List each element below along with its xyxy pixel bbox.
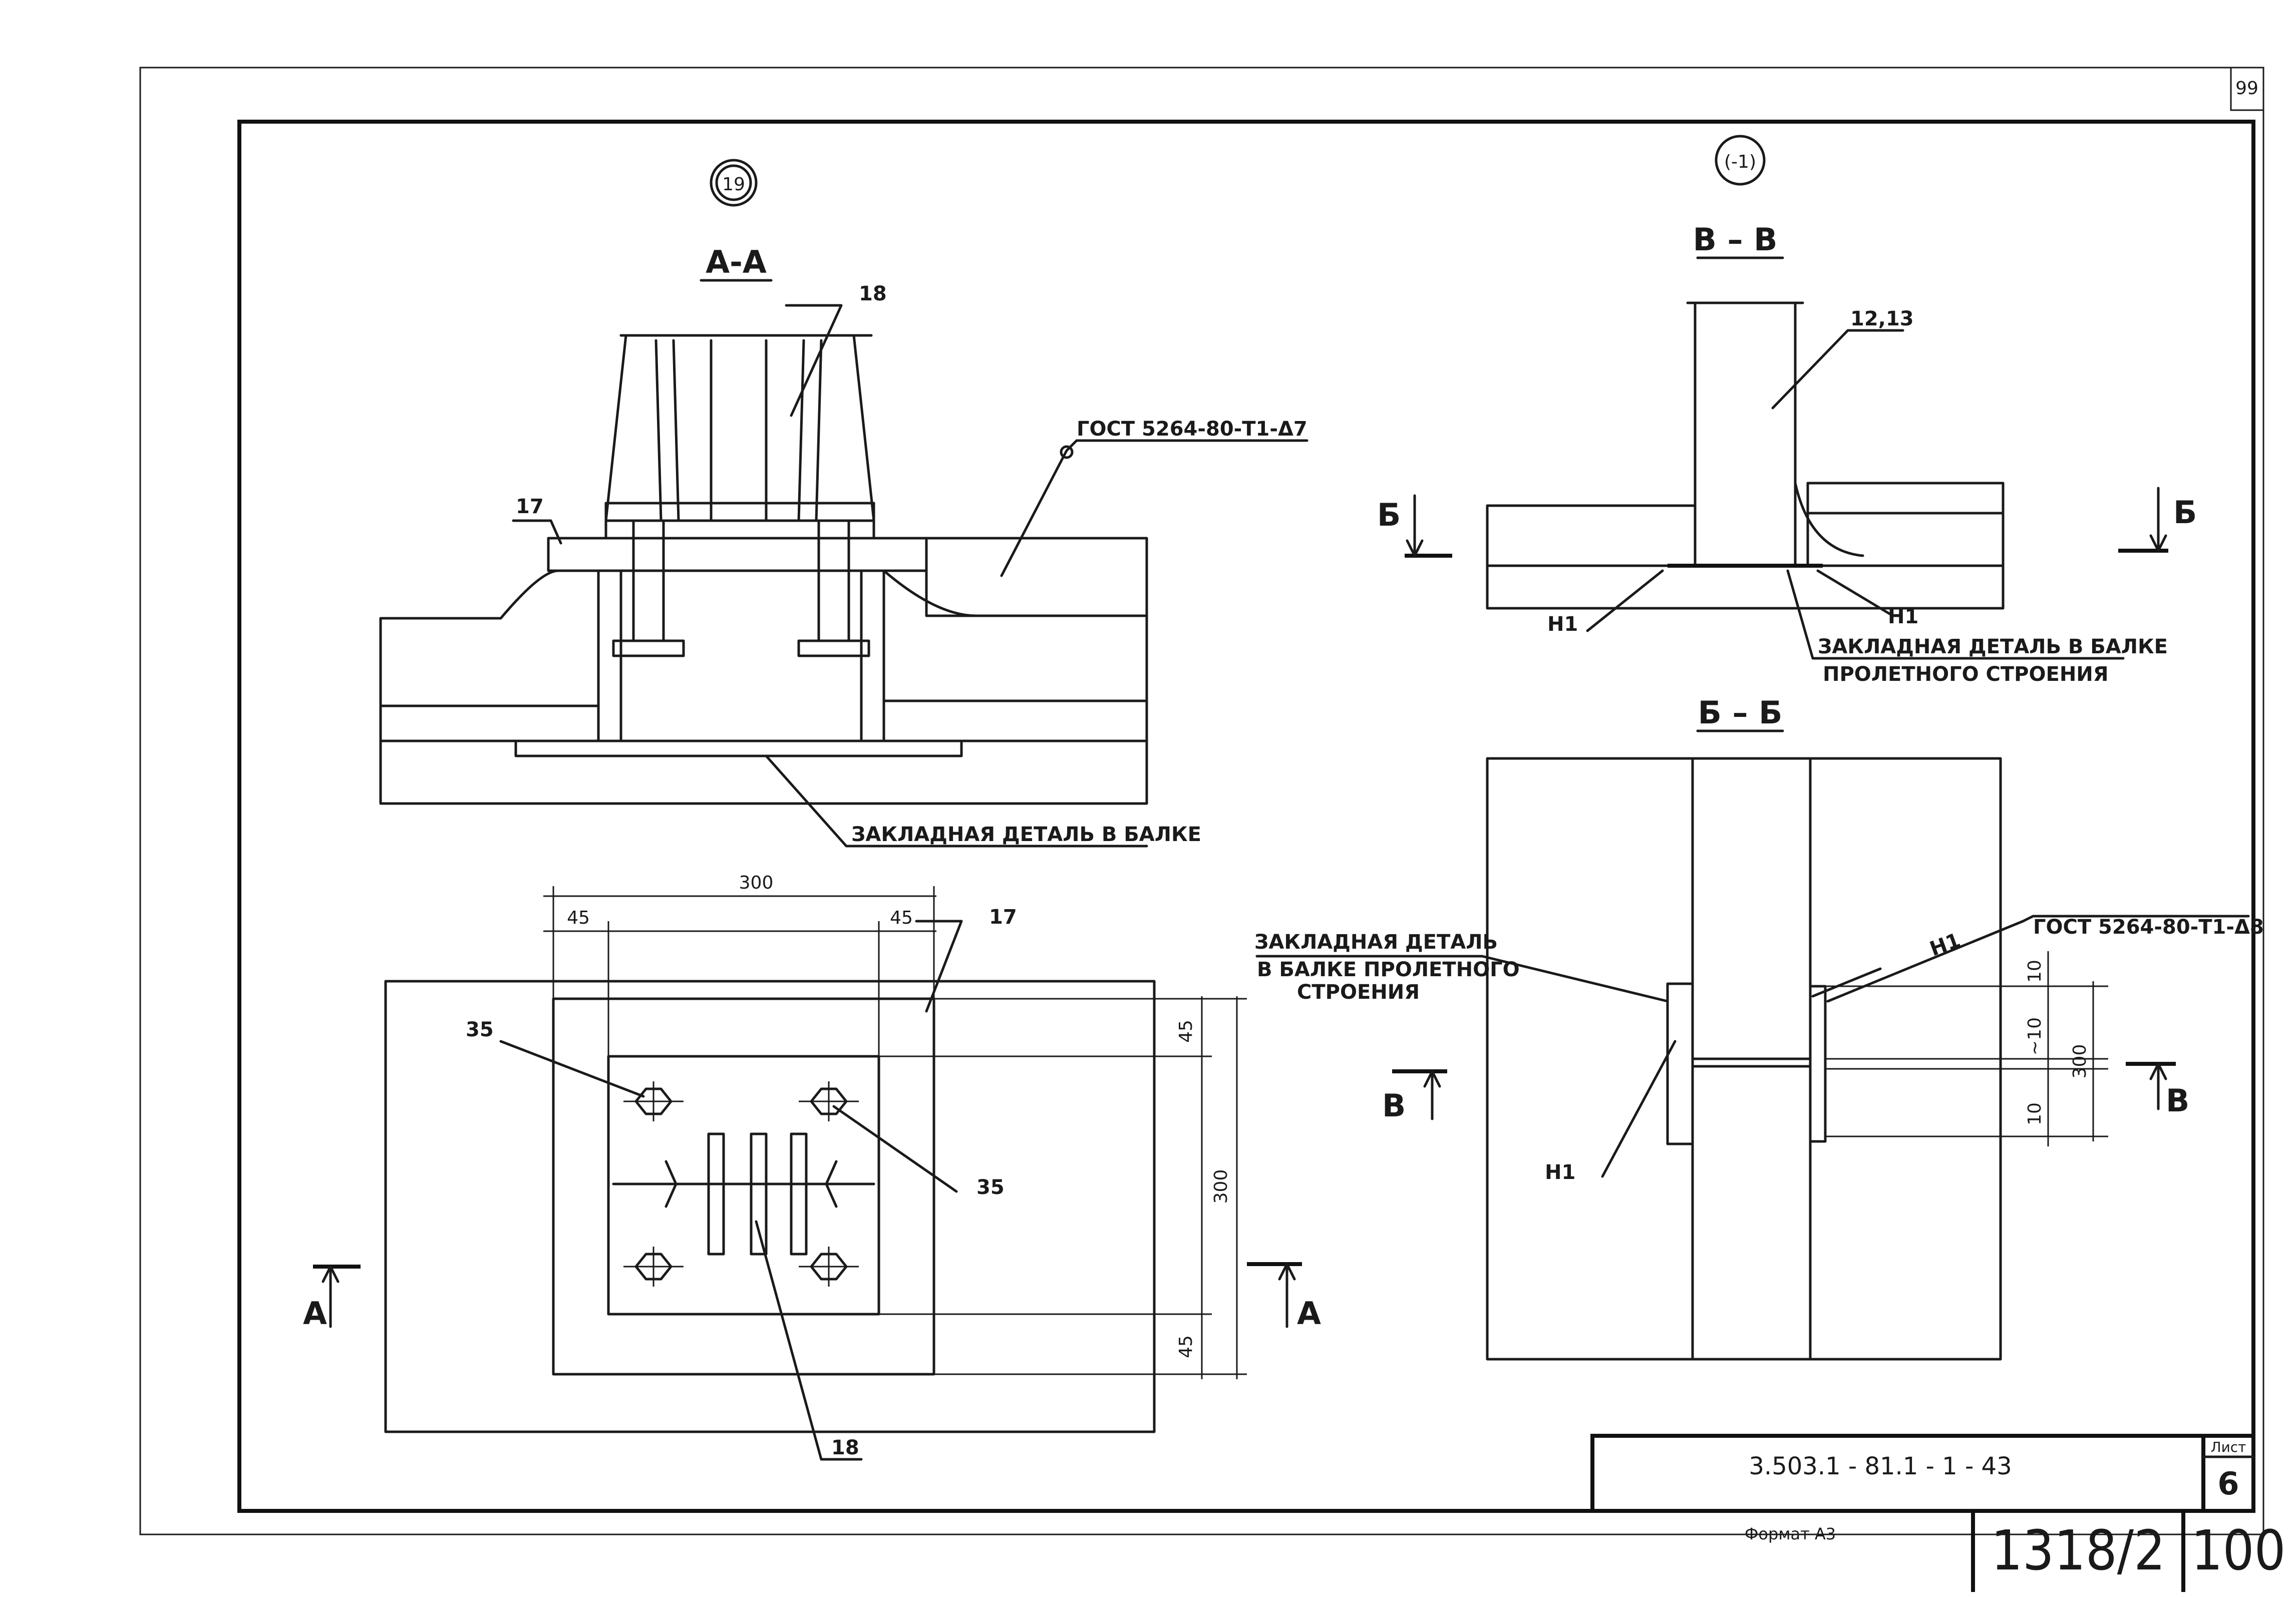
- bb-dim-10-bottom: 10: [2025, 1102, 2045, 1125]
- plan-cut-left: А: [303, 1295, 327, 1332]
- section-bb: Б – Б 10 ~10 300 10 ЗАКЛАДНАЯ ДЕТАЛЬ В Б…: [1254, 694, 2264, 1361]
- section-vv-title: В – В: [1693, 221, 1778, 258]
- section-vv-circle-mark: (-1): [1724, 152, 1756, 172]
- aa-weld-note: ГОСТ 5264-80-Т1-Δ7: [1077, 418, 1307, 441]
- vv-label-1213: 12,13: [1850, 307, 1914, 330]
- sheet-label: Лист: [2211, 1439, 2246, 1455]
- plan-cut-right: А: [1297, 1295, 1321, 1332]
- format-label: Формат А3: [1745, 1524, 1836, 1543]
- section-bb-title: Б – Б: [1698, 694, 1783, 731]
- bb-cut-right: В: [2166, 1082, 2189, 1119]
- plan-label-18: 18: [831, 1436, 859, 1459]
- vv-n1-right: Н1: [1888, 605, 1918, 628]
- bb-embedded-line3: СТРОЕНИЯ: [1297, 981, 1420, 1004]
- section-vv: (-1) В – В Б Б 12,13 Н1 Н1 ЗАКЛАДНАЯ ДЕТ…: [1377, 135, 2197, 686]
- inventory-number: 1318/2: [1991, 1518, 2165, 1582]
- title-block: 3.503.1 - 81.1 - 1 - 43 Лист 6 Формат А3…: [1590, 1434, 2286, 1592]
- bb-n1-top: Н1: [1927, 929, 1963, 961]
- page-number: 100: [2191, 1518, 2286, 1582]
- section-aa-circle-mark: 19: [722, 174, 745, 195]
- plan-label-17: 17: [989, 906, 1017, 929]
- bb-dim-300: 300: [2070, 1044, 2090, 1079]
- vv-cut-right: Б: [2173, 494, 2197, 531]
- frame: 99: [139, 67, 2264, 1535]
- plan-dim-45-top: 45: [1176, 1020, 1196, 1043]
- plan-label-35-right: 35: [976, 1176, 1005, 1199]
- aa-label-18: 18: [859, 282, 887, 305]
- plan-dim-45-right: 45: [890, 908, 913, 928]
- plan-label-35-left: 35: [466, 1018, 494, 1041]
- plan-view: 300 45 45 45 300 45 17 35 35 18 А А: [303, 873, 1321, 1461]
- aa-label-17: 17: [516, 495, 544, 518]
- bolt-group: [623, 1081, 859, 1287]
- bb-cut-left: В: [1382, 1087, 1406, 1124]
- plan-dim-45-left: 45: [567, 908, 590, 928]
- plan-dim-300: 300: [739, 873, 774, 893]
- bb-weld-note: ГОСТ 5264-80-Т1-Δ8: [2033, 916, 2264, 939]
- section-aa-title: А-А: [706, 244, 767, 280]
- plan-dim-45-bottom: 45: [1176, 1335, 1196, 1358]
- corner-sheet-number: 99: [2235, 78, 2258, 99]
- vv-n1-left: Н1: [1547, 613, 1578, 636]
- aa-embedded-note: ЗАКЛАДНАЯ ДЕТАЛЬ В БАЛКЕ: [851, 823, 1201, 846]
- plan-dim-300-vert: 300: [1211, 1169, 1231, 1204]
- vv-embedded-line2: ПРОЛЕТНОГО СТРОЕНИЯ: [1823, 663, 2109, 686]
- bb-embedded-line1: ЗАКЛАДНАЯ ДЕТАЛЬ: [1254, 931, 1498, 954]
- vv-cut-left: Б: [1377, 497, 1401, 533]
- section-aa: 19 А-А 18: [379, 159, 1308, 848]
- sheet-value: 6: [2217, 1465, 2239, 1502]
- bb-dim-10-mid: ~10: [2025, 1017, 2045, 1055]
- bb-n1-left: Н1: [1545, 1161, 1575, 1184]
- bb-dim-10-top: 10: [2025, 960, 2045, 983]
- vv-embedded-line1: ЗАКЛАДНАЯ ДЕТАЛЬ В БАЛКЕ: [1818, 635, 2168, 658]
- document-code: 3.503.1 - 81.1 - 1 - 43: [1749, 1452, 2012, 1480]
- bb-embedded-line2: В БАЛКЕ ПРОЛЕТНОГО: [1257, 958, 1520, 981]
